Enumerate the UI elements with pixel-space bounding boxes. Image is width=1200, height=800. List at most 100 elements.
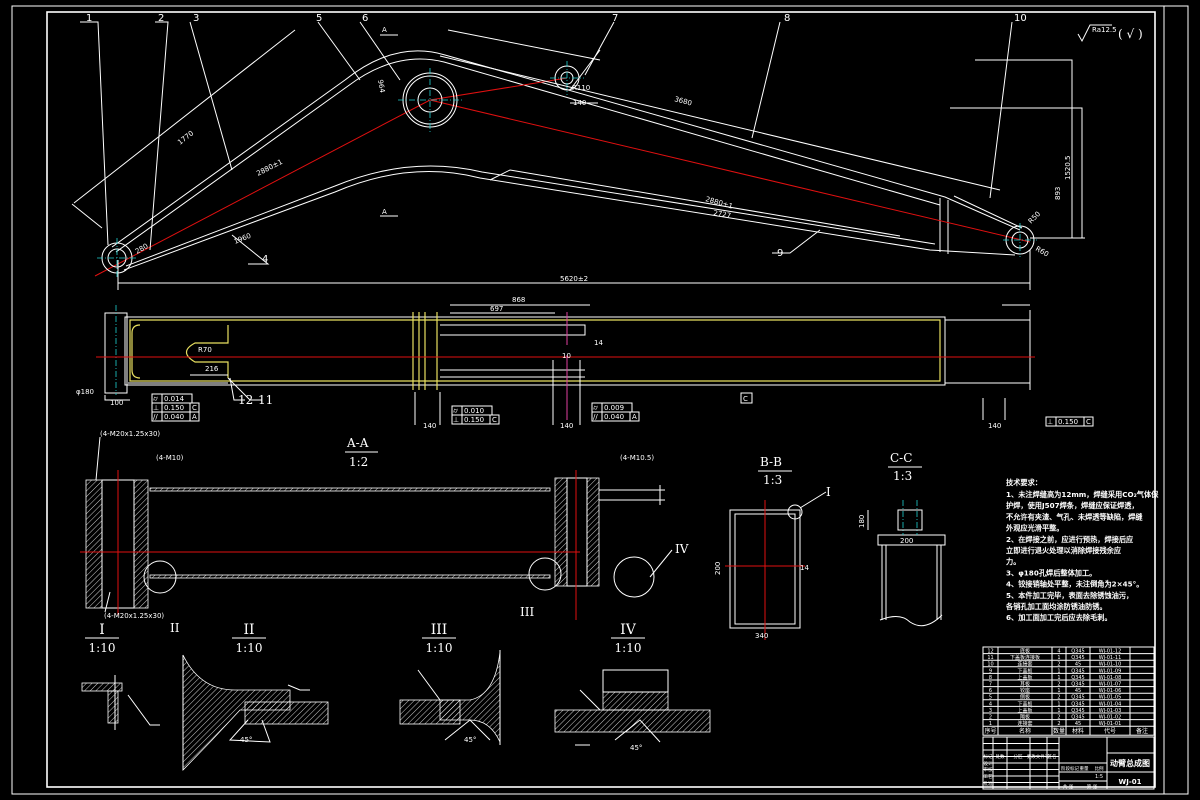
- weld-angle: 45°: [464, 736, 476, 744]
- svg-text:7: 7: [989, 682, 992, 688]
- svg-text:0.010: 0.010: [464, 407, 484, 415]
- svg-text:Q345: Q345: [1071, 655, 1084, 661]
- svg-text:II: II: [170, 621, 180, 635]
- svg-text:Q345: Q345: [1071, 675, 1084, 681]
- svg-text:Q345: Q345: [1071, 708, 1084, 714]
- svg-text:⊥: ⊥: [453, 416, 459, 424]
- svg-text:耳板: 耳板: [1020, 681, 1030, 688]
- boom-centerline: [94, 77, 1031, 277]
- title-block-label: 重量: [1080, 765, 1089, 772]
- datum-c: C: [743, 395, 748, 403]
- svg-text:280: 280: [134, 242, 150, 256]
- part-label-8: 8: [784, 13, 790, 24]
- svg-text:WJ-01-10: WJ-01-10: [1099, 662, 1122, 668]
- svg-text:C: C: [192, 404, 197, 412]
- svg-text:WJ-01-02: WJ-01-02: [1099, 715, 1122, 721]
- svg-text:WJ-01-09: WJ-01-09: [1099, 668, 1122, 674]
- svg-text:Q345: Q345: [1071, 695, 1084, 701]
- svg-text:1: 1: [1057, 708, 1060, 714]
- svg-text:5620±2: 5620±2: [560, 275, 588, 283]
- svg-text:10: 10: [562, 352, 571, 360]
- surface-roughness-symbol: Ra12.5 ( √ ): [1077, 24, 1143, 43]
- boom-upper-outline: [111, 50, 1021, 248]
- detail-scale: 1:10: [236, 641, 263, 655]
- detail-title: I: [99, 622, 105, 638]
- svg-text:0.150: 0.150: [1058, 418, 1078, 426]
- svg-text:⌭: ⌭: [453, 407, 458, 415]
- svg-text:9: 9: [989, 668, 992, 674]
- svg-text:140: 140: [560, 422, 573, 430]
- svg-text:1: 1: [1057, 701, 1060, 707]
- detail-scale: 1:10: [615, 641, 642, 655]
- part-label-10: 10: [1014, 13, 1027, 24]
- svg-text:140: 140: [573, 99, 586, 107]
- svg-text:底板: 底板: [1020, 648, 1030, 655]
- svg-text:3680: 3680: [673, 95, 692, 107]
- detail-iv: [554, 669, 711, 746]
- part-label-1: 1: [86, 13, 92, 24]
- svg-text:R60: R60: [1034, 245, 1050, 259]
- svg-text:1:3: 1:3: [893, 469, 912, 483]
- svg-text:( √ ): ( √ ): [1118, 27, 1143, 41]
- svg-text:3: 3: [989, 708, 992, 714]
- title-block-label: 分区: [1014, 753, 1023, 760]
- svg-text:C: C: [492, 416, 497, 424]
- svg-text:868: 868: [512, 296, 525, 304]
- drawing-title: 动臂总成图: [1110, 758, 1150, 768]
- svg-text:φ180: φ180: [76, 388, 94, 396]
- svg-text:下盖板: 下盖板: [1017, 667, 1032, 674]
- section-b-b: B-B 1:3 I 340 200 14: [714, 455, 831, 640]
- title-block-label: 批准: [984, 780, 993, 787]
- drawing-number: WJ-01: [1119, 778, 1142, 786]
- svg-text:0.009: 0.009: [604, 404, 624, 412]
- svg-text:697: 697: [490, 305, 503, 313]
- detail-ii: [182, 654, 329, 771]
- svg-text:下盖板连接板: 下盖板连接板: [1010, 654, 1040, 661]
- svg-text:1770: 1770: [176, 129, 195, 146]
- parts-list-header: 名称: [1019, 727, 1031, 735]
- svg-text:10: 10: [987, 662, 993, 668]
- tip-pin-bore: [1003, 223, 1037, 257]
- svg-text:216: 216: [205, 365, 219, 373]
- drawing-scale: 1:5: [1095, 774, 1103, 780]
- parts-list-header: 备注: [1136, 727, 1148, 735]
- note-line: 6、加工面加工完后应去除毛刺。: [1006, 613, 1112, 622]
- svg-text:2: 2: [1057, 682, 1060, 688]
- svg-text:0.040: 0.040: [164, 413, 184, 421]
- tolerance-frame: ⌭ 0.010: [451, 405, 493, 416]
- svg-text:1:2: 1:2: [349, 455, 368, 469]
- title-block-label: 签名: [1048, 753, 1057, 760]
- note-line: 3、φ180孔焊后整体加工。: [1006, 568, 1096, 577]
- title-block-label: 更改文件号: [1027, 753, 1050, 760]
- tolerance-frame: ⌭0.009: [591, 402, 633, 413]
- svg-text:A: A: [192, 413, 197, 421]
- section-c-c: C-C 1:3 200 180: [858, 451, 946, 627]
- part-label-2: 2: [158, 13, 164, 24]
- svg-text:WJ-01-05: WJ-01-05: [1099, 695, 1122, 701]
- svg-text:铰座: 铰座: [1020, 687, 1030, 694]
- note-line: 外观应光滑平整。: [1005, 524, 1064, 533]
- part-leaders: [80, 21, 1013, 265]
- svg-text:B-B: B-B: [760, 455, 782, 469]
- svg-text:C: C: [1086, 418, 1091, 426]
- note-line: 1、未注焊缝高为12mm，焊缝采用CO₂气体保: [1006, 490, 1159, 499]
- svg-text:WJ-01-12: WJ-01-12: [1099, 649, 1122, 655]
- note-line: 5、本件加工完毕，表面去除锈蚀油污，: [1006, 591, 1133, 600]
- dimension-lines: [71, 29, 1085, 290]
- svg-text:4: 4: [1057, 649, 1060, 655]
- parts-list-header: 材料: [1072, 727, 1084, 735]
- svg-text:WJ-01-04: WJ-01-04: [1099, 701, 1122, 707]
- svg-text:R110: R110: [572, 84, 590, 92]
- svg-text:R50: R50: [1027, 210, 1042, 225]
- svg-text:IV: IV: [675, 542, 689, 556]
- part-label-5: 5: [316, 13, 322, 24]
- svg-text:2880±1: 2880±1: [255, 158, 284, 178]
